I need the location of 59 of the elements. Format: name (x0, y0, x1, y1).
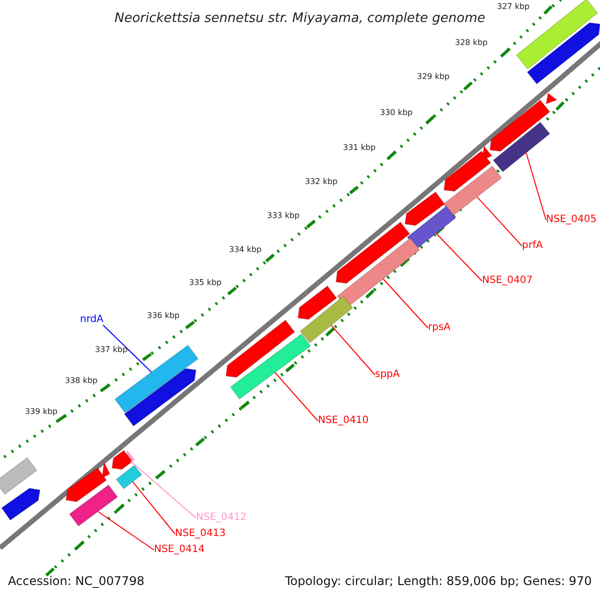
gene-label: rpsA (428, 323, 451, 333)
gene-bar (68, 484, 118, 527)
gene-bar (225, 319, 296, 378)
scale-label: 339 kbp (25, 408, 58, 416)
gene-bar (335, 221, 410, 284)
scale-label: 336 kbp (147, 312, 180, 320)
gene-label: NSE_0412 (196, 513, 247, 523)
gene-bar (297, 285, 338, 320)
gene-label: sppA (375, 370, 400, 380)
gene-label: nrdA (80, 315, 104, 325)
leader-line (102, 324, 152, 373)
gene-bar (114, 344, 199, 414)
leader-line (526, 152, 546, 220)
gene-bar (124, 368, 197, 427)
diagram-title: Neorickettsia sennetsu str. Miyayama, complete genome (114, 12, 486, 24)
leader-line (97, 511, 154, 550)
gene-marker (102, 462, 110, 478)
scale-label: 335 kbp (189, 279, 222, 287)
scale-label: 330 kbp (380, 109, 413, 117)
leader-line (274, 372, 318, 422)
scale-label: 337 kbp (95, 346, 128, 354)
gene-label: NSE_0410 (318, 416, 369, 426)
gene-bar (1, 488, 41, 521)
gene-bar (526, 22, 600, 85)
gene-bar (516, 0, 598, 70)
gene-bar (111, 450, 133, 470)
gene-label: prfA (522, 241, 543, 251)
leader-line (476, 196, 522, 246)
gene-bar (230, 333, 312, 400)
gene-bar (65, 467, 108, 502)
scale-label: 331 kbp (343, 144, 376, 152)
scale-label: 327 kbp (497, 3, 530, 11)
scale-label: 334 kbp (229, 246, 262, 254)
gene-marker (546, 93, 557, 104)
leader-line (382, 278, 428, 328)
leader-line (330, 324, 376, 376)
footer-text: Accession: NC_007798 (8, 575, 144, 587)
scale-label: 329 kbp (417, 73, 450, 81)
gene-label: NSE_0413 (175, 529, 226, 539)
gene-bar (443, 150, 492, 192)
leader-line (130, 460, 196, 518)
gene-bar (404, 191, 446, 226)
gene-bar (300, 296, 354, 344)
leader-line (132, 481, 176, 534)
gene-label: NSE_0414 (154, 545, 205, 555)
gene-label: NSE_0407 (482, 276, 533, 286)
gene-bar (489, 99, 550, 152)
footer-text: Topology: circular; Length: 859,006 bp; Genes: 970 (285, 575, 592, 587)
scale-label: 338 kbp (65, 377, 98, 385)
gene-label: NSE_0405 (546, 215, 597, 225)
scale-label: 332 kbp (305, 178, 338, 186)
leader-line (436, 232, 482, 282)
scale-label: 333 kbp (267, 212, 300, 220)
gene-bar (442, 165, 502, 217)
gene-bar (492, 122, 550, 172)
gene-bar (0, 456, 38, 496)
gene-bar (406, 205, 456, 250)
gene-bar (116, 464, 142, 490)
scale-label: 328 kbp (455, 39, 488, 47)
